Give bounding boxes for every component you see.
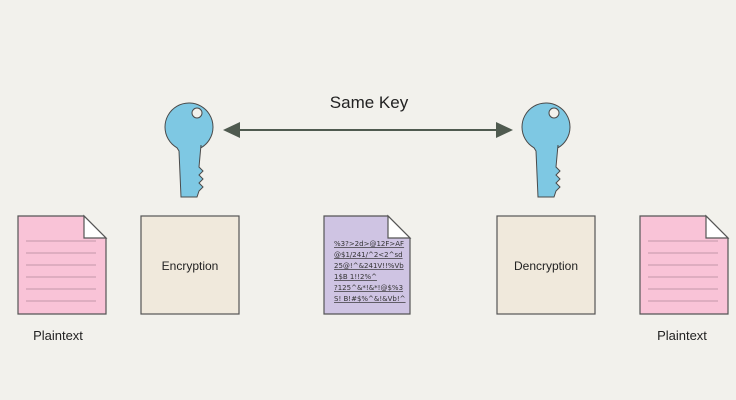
ciphertext-line: @$1/241/^2<2^sd [334,251,403,259]
encryption-label: Encryption [162,259,219,273]
ciphertext-line: %3?>2d>@12F>AF [334,240,404,248]
plaintext-document-left [17,214,108,315]
ciphertext-line: ?125^&*!&*!@$%3 [334,284,403,292]
key-icon [164,102,214,198]
plaintext-right-label: Plaintext [657,328,707,343]
key-icon [521,102,571,198]
ciphertext-document: %3?>2d>@12F>AF @$1/241/^2<2^sd 25@!^&241… [323,214,412,315]
plaintext-document-right [639,214,730,315]
ciphertext-line: S! B!#$%^&!&Vb!^ [334,295,406,303]
ciphertext-line: 25@!^&241V!!%Vb [334,262,404,270]
encryption-box [140,215,240,315]
decryption-box [496,215,596,315]
same-key-label: Same Key [330,93,409,112]
decryption-label: Dencryption [514,259,578,273]
double-arrow [223,122,513,138]
ciphertext-line: 1$B 1!!2%^ [334,273,377,281]
plaintext-left-label: Plaintext [33,328,83,343]
